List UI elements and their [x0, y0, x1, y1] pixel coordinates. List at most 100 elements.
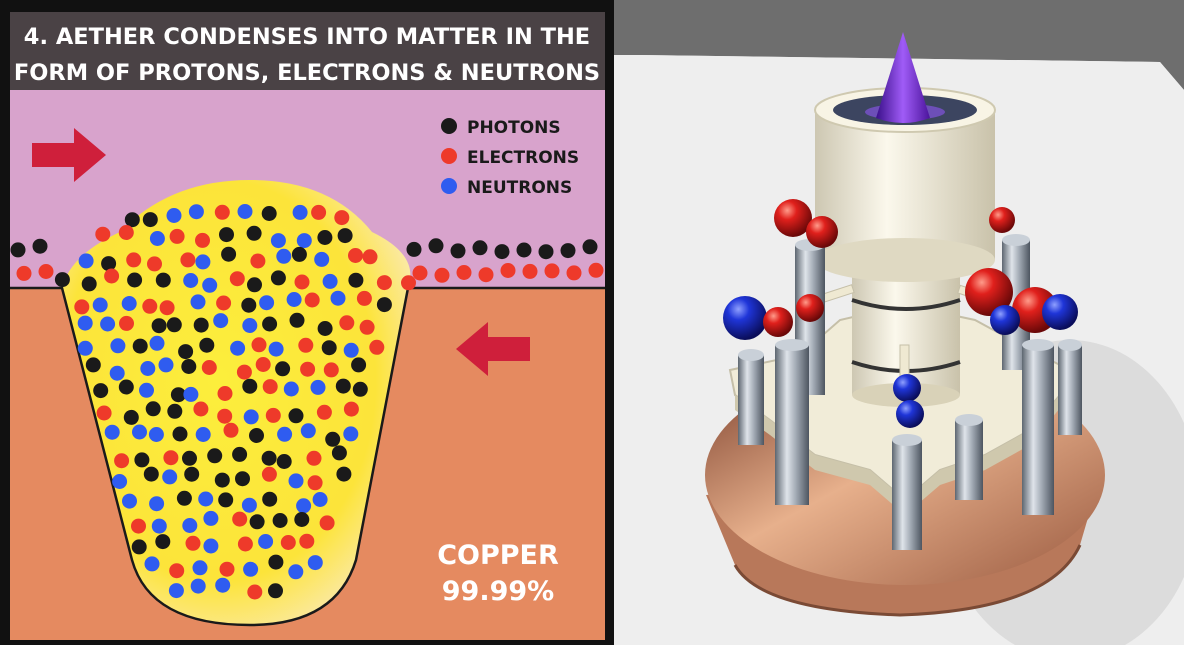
blue-sphere: [896, 400, 924, 428]
photon-dot: [321, 340, 337, 356]
photon-dot: [143, 466, 159, 482]
electron-dot: [201, 360, 217, 375]
photon-dot: [235, 471, 250, 487]
photon-dot: [275, 361, 291, 377]
photon-dot: [214, 472, 230, 488]
pillar-cap: [738, 349, 764, 361]
photon-dot: [249, 514, 265, 530]
photon-dot: [155, 534, 171, 550]
neutron-dot: [343, 426, 359, 442]
electron-dot: [566, 265, 582, 281]
neutron-dot: [268, 341, 284, 357]
electron-dot: [478, 267, 494, 283]
neutron-dot: [144, 556, 160, 572]
neutron-dot: [307, 555, 323, 571]
neutron-dot: [296, 233, 312, 249]
photon-dot: [428, 238, 444, 254]
electron-dot: [185, 535, 201, 551]
electron-dot: [247, 584, 263, 600]
electron-dot: [142, 298, 158, 314]
neutron-dot: [259, 295, 275, 311]
photon-dot: [155, 272, 171, 288]
electron-dot: [401, 275, 416, 291]
red-sphere: [796, 294, 824, 322]
electron-dot: [195, 232, 210, 248]
electron-dot: [126, 252, 142, 268]
neutron-dot: [230, 340, 246, 356]
electron-dot: [217, 386, 233, 401]
electron-dot: [261, 466, 277, 482]
photon-dot: [124, 212, 140, 228]
photon-dot: [246, 225, 262, 241]
neutron-dot: [241, 497, 257, 513]
photon-dot: [178, 344, 194, 360]
legend-label-neutrons: NEUTRONS: [467, 178, 572, 198]
red-sphere: [774, 199, 812, 237]
title-bar: [10, 12, 605, 90]
electron-dot: [219, 561, 235, 577]
electron-dot: [236, 364, 252, 380]
neutron-dot: [148, 427, 164, 442]
neutron-dot: [312, 492, 328, 507]
electron-dot: [280, 535, 296, 550]
neutron-legend-dot: [441, 178, 457, 194]
neutron-dot: [270, 233, 286, 249]
photon-dot: [184, 466, 200, 482]
neutron-dot: [190, 294, 206, 310]
material-name: COPPER: [437, 540, 559, 571]
metal-pillar: [775, 345, 809, 505]
photon-dot: [261, 206, 277, 221]
metal-pillars: [738, 234, 1082, 550]
electron-dot: [163, 450, 179, 466]
photon-dot: [582, 239, 598, 255]
neutron-dot: [92, 297, 108, 313]
electron-dot: [95, 226, 111, 242]
electron-dot: [319, 515, 335, 531]
electron-dot: [232, 511, 248, 527]
neutron-dot: [77, 315, 93, 331]
neutron-dot: [182, 518, 198, 533]
right-panel: [614, 0, 1184, 645]
title-line-2: FORM OF PROTONS, ELECTRONS & NEUTRONS: [14, 60, 600, 86]
neutron-dot: [292, 204, 308, 220]
neutron-dot: [195, 427, 211, 442]
photon-dot: [232, 446, 248, 462]
electron-dot: [229, 271, 245, 287]
electron-dot: [169, 563, 185, 579]
neutron-dot: [110, 338, 126, 354]
photon-dot: [249, 428, 264, 443]
electron-dot: [299, 533, 315, 549]
electron-dot: [356, 290, 372, 306]
electron-dot: [180, 252, 196, 268]
red-sphere: [806, 216, 838, 248]
electron-dot: [262, 379, 278, 395]
particle-spheres: [723, 199, 1078, 428]
electron-dot: [193, 401, 209, 417]
neutron-dot: [198, 491, 214, 507]
electron-dot: [339, 315, 355, 331]
electron-dot: [251, 337, 267, 353]
photon-dot: [32, 238, 48, 254]
neutron-dot: [139, 382, 154, 398]
arrow-left-icon: [456, 322, 530, 376]
electron-dot: [237, 536, 253, 552]
electron-dot: [216, 295, 232, 311]
photon-dot: [516, 242, 532, 258]
photon-dot: [270, 270, 286, 286]
photon-dot: [336, 466, 352, 482]
electron-dot: [316, 404, 332, 420]
electron-dot: [38, 264, 54, 279]
neutron-dot: [300, 423, 316, 439]
neutron-dot: [310, 379, 326, 395]
photon-dot: [131, 539, 147, 555]
blue-sphere: [990, 305, 1020, 335]
photon-dot: [132, 338, 148, 354]
electron-dot: [96, 405, 112, 421]
electron-dot: [147, 256, 162, 272]
electron-dot: [334, 210, 350, 226]
electron-dot: [522, 263, 538, 279]
photon-dot: [325, 431, 341, 447]
left-panel: 4. AETHER CONDENSES INTO MATTER IN THE F…: [0, 0, 614, 645]
electron-dot: [369, 339, 385, 355]
electron-dot: [307, 475, 323, 491]
